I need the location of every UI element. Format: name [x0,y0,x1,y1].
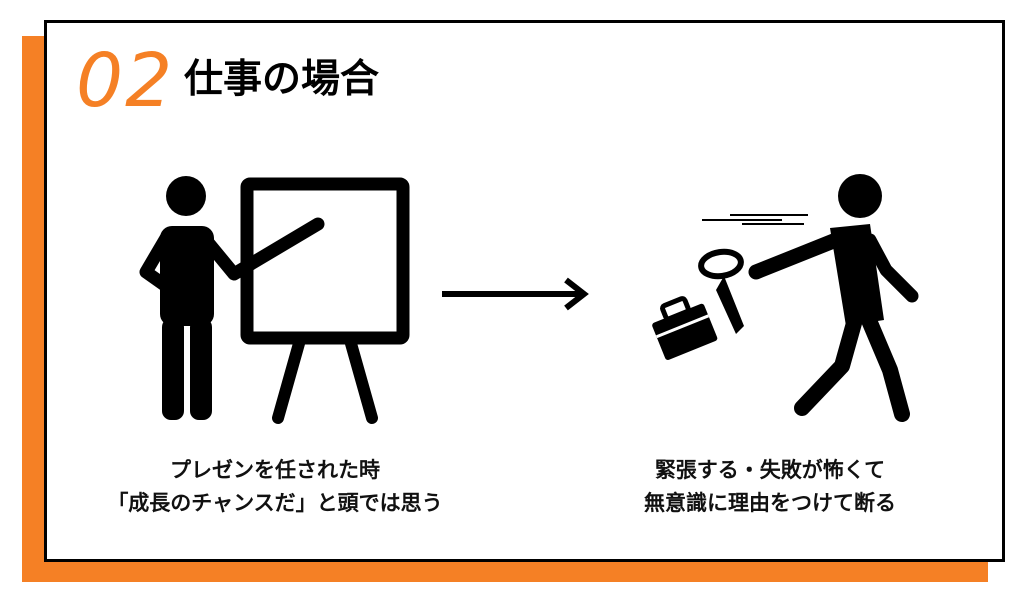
section-number: 02 [76,38,175,124]
arrow-right-icon [442,277,589,311]
person-throwing-away-bag-icon [652,174,919,422]
left-caption-line2: 「成長のチャンスだ」と頭では思う [107,491,443,515]
section-title: 仕事の場合 [184,57,380,102]
left-caption-line1: プレゼンを任された時 [170,458,380,482]
right-caption-line1: 緊張する・失敗が怖くて [654,458,886,482]
right-caption: 緊張する・失敗が怖くて 無意識に理由をつけて断る [570,454,970,520]
presenter-at-board-icon [139,176,410,424]
left-caption: プレゼンを任された時 「成長のチャンスだ」と頭では思う [75,454,475,520]
right-caption-line2: 無意識に理由をつけて断る [644,491,896,515]
